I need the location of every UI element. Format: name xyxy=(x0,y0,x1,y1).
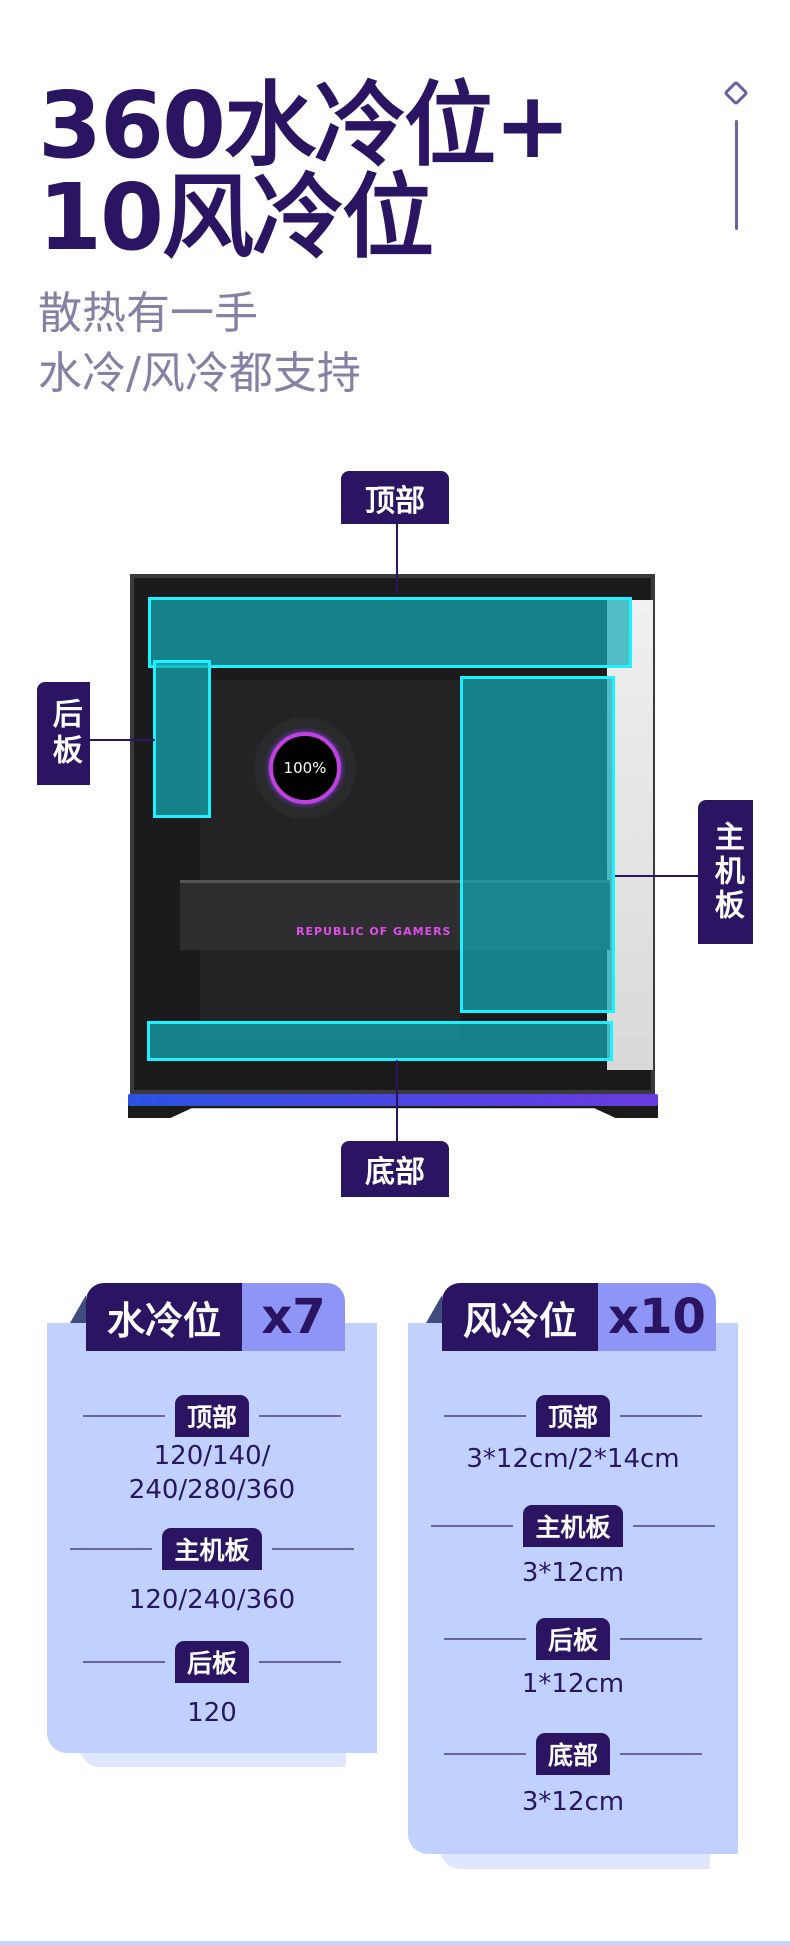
title-line-1: 360水冷位+ xyxy=(38,72,571,179)
air-item-top-value: 3*12cm/2*14cm xyxy=(466,1444,680,1474)
label-top: 顶部 xyxy=(341,471,449,524)
case-feet xyxy=(128,1104,658,1118)
air-item-top-label: 顶部 xyxy=(535,1395,610,1437)
decorative-line xyxy=(735,120,738,230)
water-item-top-value-2: 240/280/360 xyxy=(128,1475,296,1505)
water-card-title: 水冷位 xyxy=(86,1283,242,1351)
air-item-bottom-value: 3*12cm xyxy=(521,1787,625,1817)
subtitle-line-1: 散热有一手 xyxy=(38,288,258,339)
water-item-mb-label: 主机板 xyxy=(162,1528,262,1570)
air-item-rear-label: 后板 xyxy=(535,1618,610,1660)
water-item-top-value-1: 120/140/ xyxy=(153,1441,271,1471)
card-fold xyxy=(70,1295,86,1323)
water-item-rear-label: 后板 xyxy=(174,1641,249,1683)
gpu-brand-text: REPUBLIC OF GAMERS xyxy=(296,925,452,938)
label-motherboard: 主机板 xyxy=(698,800,753,944)
air-card-header: 风冷位 x10 xyxy=(442,1283,716,1351)
connector-bottom xyxy=(396,1060,398,1142)
rgb-base-light xyxy=(128,1094,658,1106)
zone-rear xyxy=(153,660,211,818)
connector-top xyxy=(396,524,398,594)
title-line-2: 10风冷位 xyxy=(38,164,434,271)
card-fold xyxy=(426,1295,442,1323)
air-item-mb-value: 3*12cm xyxy=(521,1558,625,1588)
air-card: 顶部 3*12cm/2*14cm 主机板 3*12cm 后板 1*12cm 底部… xyxy=(408,1323,738,1854)
water-card-count: x7 xyxy=(242,1283,345,1351)
air-card-title: 风冷位 xyxy=(442,1283,598,1351)
air-item-mb-label: 主机板 xyxy=(523,1505,623,1547)
water-item-top-label: 顶部 xyxy=(174,1395,249,1437)
water-item-mb-value: 120/240/360 xyxy=(128,1585,296,1615)
connector-rear xyxy=(90,739,155,741)
air-item-rear-value: 1*12cm xyxy=(521,1669,625,1699)
zone-motherboard xyxy=(460,676,615,1013)
label-rear: 后板 xyxy=(37,682,90,785)
zone-bottom xyxy=(147,1021,613,1061)
aio-pump: 100% xyxy=(254,717,356,819)
diamond-icon xyxy=(723,80,749,106)
water-card: 顶部 120/140/ 240/280/360 主机板 120/240/360 … xyxy=(47,1323,377,1753)
water-item-rear-value: 120 xyxy=(187,1698,237,1728)
air-item-bottom-label: 底部 xyxy=(535,1733,610,1775)
pump-display: 100% xyxy=(269,732,341,804)
connector-motherboard xyxy=(615,875,700,877)
label-bottom: 底部 xyxy=(341,1141,449,1197)
subtitle-line-2: 水冷/风冷都支持 xyxy=(38,348,361,399)
bottom-divider xyxy=(0,1941,790,1945)
water-card-header: 水冷位 x7 xyxy=(86,1283,345,1351)
zone-top xyxy=(148,597,632,668)
air-card-count: x10 xyxy=(598,1283,716,1351)
